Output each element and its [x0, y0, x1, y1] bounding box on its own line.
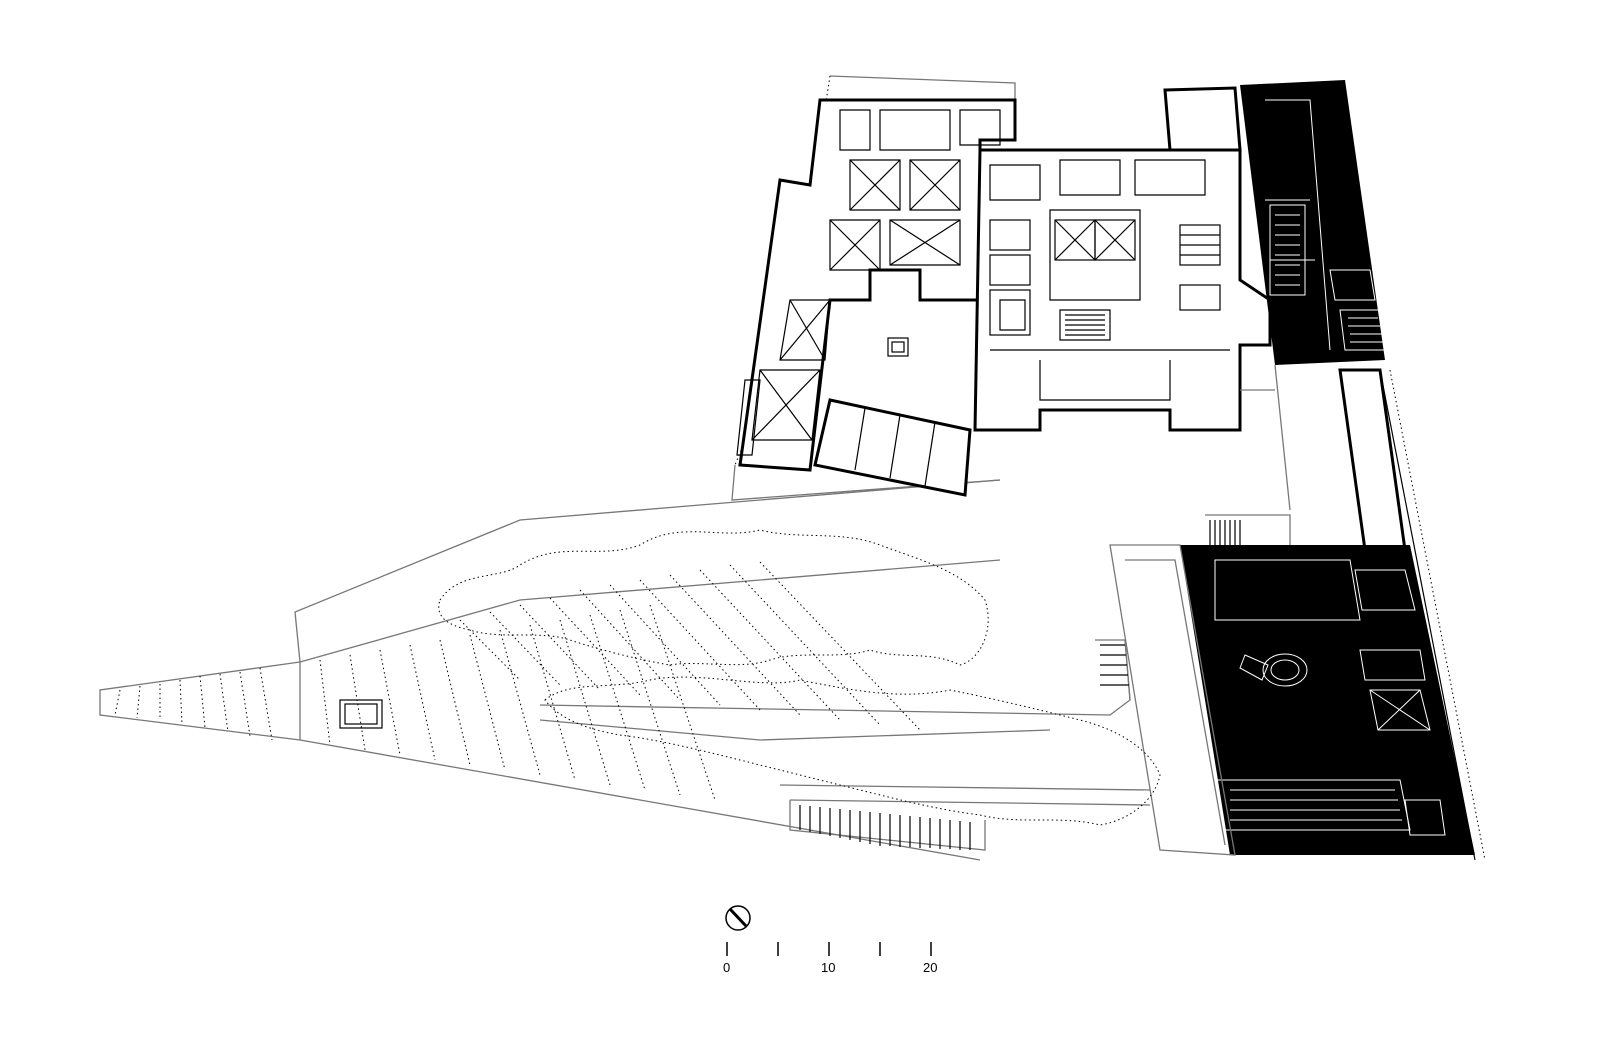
historic-building-west [736, 98, 1017, 472]
slope-hatching [114, 561, 921, 801]
sculpture-icon [1239, 653, 1308, 687]
tree-canopy [438, 529, 1161, 826]
south-pavilion [1109, 514, 1291, 856]
scale-label-0: 0 [723, 960, 730, 975]
north-arrow-icon [725, 905, 751, 931]
central-building [973, 148, 1272, 432]
courtyard-marker [887, 337, 909, 357]
garden-terraces [339, 639, 1151, 851]
east-hall-north [1163, 80, 1386, 365]
scale-label-20: 20 [923, 960, 937, 975]
scale-label-10: 10 [821, 960, 835, 975]
east-corridor [1240, 364, 1486, 861]
east-hall-south [1180, 545, 1475, 855]
scale-bar: 0 10 20 [723, 942, 937, 975]
garage-bays [813, 398, 972, 497]
